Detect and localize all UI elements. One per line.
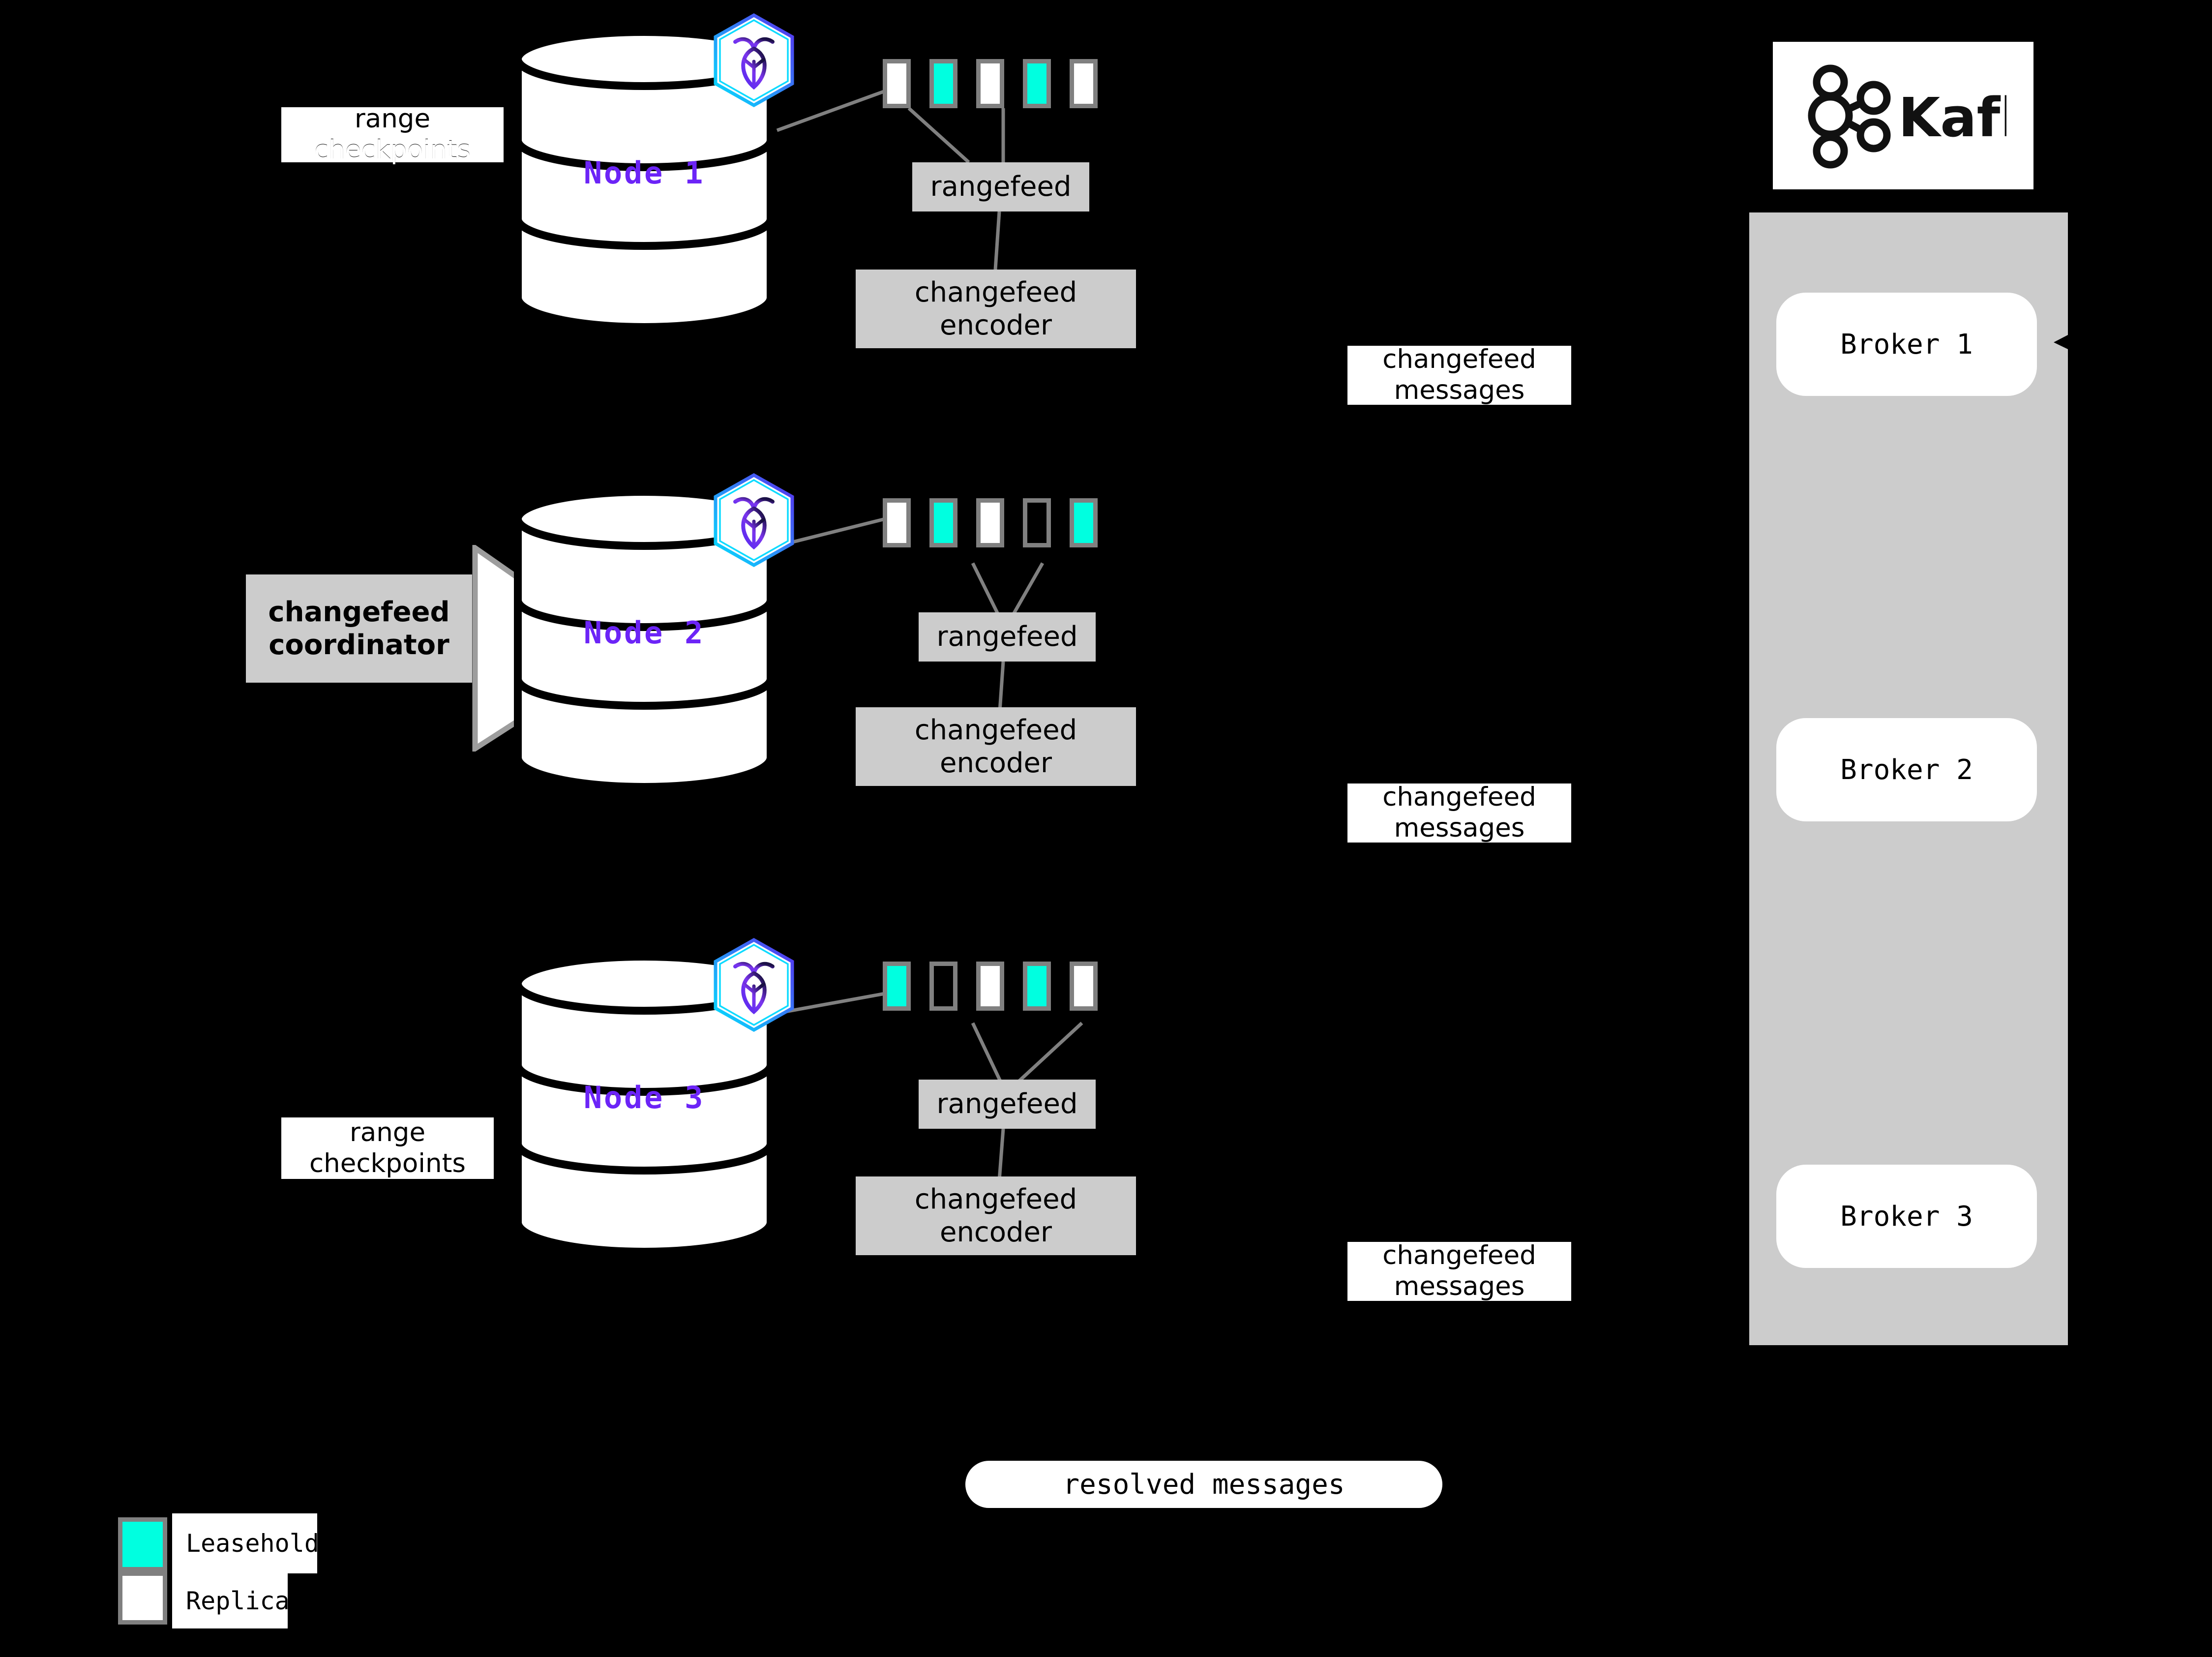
legend-swatch-leaseholder — [118, 1517, 167, 1571]
range-checkpoints-node-1-overflow-text: checkpoints — [314, 135, 471, 165]
cockroachdb-logo-icon-node-3 — [710, 937, 798, 1033]
changefeed-encoder-box-node-1[interactable]: changefeed encoder — [856, 270, 1136, 348]
range-box-leaseholder[interactable] — [1023, 962, 1051, 1011]
range-box-empty[interactable] — [1023, 498, 1051, 547]
rangefeed-box-node-2[interactable]: rangefeed — [919, 612, 1096, 662]
range-box-replica[interactable] — [976, 962, 1004, 1011]
changefeed-messages-label-2: changefeed messages — [1347, 782, 1571, 843]
changefeed-messages-line2: messages — [1394, 375, 1525, 405]
range-checkpoints-line2: checkpoints — [314, 135, 471, 162]
changefeed-encoder-line1: changefeed — [914, 714, 1077, 746]
rangefeed-box-node-1[interactable]: rangefeed — [912, 162, 1089, 211]
changefeed-encoder-line1: changefeed — [914, 1183, 1077, 1215]
range-box-replica[interactable] — [976, 59, 1004, 108]
resolved-messages-pill[interactable]: resolved messages — [965, 1461, 1442, 1508]
changefeed-messages-label-1: changefeed messages — [1347, 344, 1571, 405]
changefeed-coordinator-line1: changefeed — [268, 596, 450, 628]
broker-label: Broker 2 — [1840, 753, 1973, 786]
cockroachdb-logo-icon-node-1 — [710, 12, 798, 108]
node-3-label: Node 3 — [583, 1080, 705, 1115]
changefeed-encoder-line2: encoder — [939, 747, 1052, 779]
range-box-leaseholder[interactable] — [1023, 59, 1051, 108]
range-box-leaseholder[interactable] — [1070, 498, 1098, 547]
node-1-cylinder[interactable]: Node 1 — [514, 30, 775, 327]
rangefeed-box-node-3[interactable]: rangefeed — [919, 1080, 1096, 1129]
node-2-cylinder[interactable]: Node 2 — [514, 489, 775, 787]
legend-label-leaseholder: Leaseholder — [172, 1513, 349, 1573]
broker-3-box[interactable]: Broker 3 — [1776, 1165, 2037, 1268]
kafka-inbound-arrow-icon — [2054, 329, 2080, 355]
range-box-leaseholder[interactable] — [929, 498, 957, 547]
range-box-replica[interactable] — [976, 498, 1004, 547]
range-checkpoints-line2: checkpoints — [309, 1148, 466, 1178]
changefeed-coordinator-box[interactable]: changefeed coordinator — [246, 574, 472, 683]
legend: Leaseholder Replica — [118, 1513, 413, 1635]
broker-2-box[interactable]: Broker 2 — [1776, 718, 2037, 821]
range-checkpoints-line1: range — [354, 107, 431, 134]
kafka-wordmark: Kafka — [1898, 86, 2006, 149]
changefeed-encoder-box-node-3[interactable]: changefeed encoder — [856, 1176, 1136, 1255]
changefeed-encoder-box-node-2[interactable]: changefeed encoder — [856, 707, 1136, 786]
changefeed-encoder-line2: encoder — [939, 1216, 1052, 1248]
node-2-label: Node 2 — [583, 615, 705, 651]
range-box-empty[interactable] — [929, 962, 957, 1011]
resolved-messages-label: resolved messages — [1063, 1468, 1345, 1501]
rangefeed-label: rangefeed — [936, 621, 1078, 653]
range-box-leaseholder[interactable] — [929, 59, 957, 108]
legend-label-replica: Replica — [172, 1573, 290, 1628]
cockroachdb-logo-icon-node-2 — [710, 472, 798, 568]
broker-label: Broker 3 — [1840, 1200, 1973, 1233]
range-box-leaseholder[interactable] — [883, 962, 911, 1011]
changefeed-encoder-line1: changefeed — [914, 276, 1077, 308]
changefeed-messages-line1: changefeed — [1382, 1240, 1536, 1271]
range-checkpoints-node-3: range checkpoints — [281, 1117, 494, 1179]
changefeed-coordinator-line2: coordinator — [269, 629, 449, 661]
range-checkpoints-node-1: range checkpoints — [281, 107, 504, 162]
changefeed-encoder-line2: encoder — [939, 309, 1052, 341]
changefeed-messages-line2: messages — [1394, 813, 1525, 843]
changefeed-messages-line1: changefeed — [1382, 344, 1536, 375]
broker-label: Broker 1 — [1840, 328, 1973, 361]
range-checkpoints-line1: range — [349, 1117, 426, 1147]
broker-1-box[interactable]: Broker 1 — [1776, 293, 2037, 396]
range-box-replica[interactable] — [883, 498, 911, 547]
node-3-cylinder[interactable]: Node 3 — [514, 954, 775, 1252]
range-box-replica[interactable] — [1070, 59, 1098, 108]
changefeed-messages-line2: messages — [1394, 1271, 1525, 1301]
range-box-replica[interactable] — [883, 59, 911, 108]
rangefeed-label: rangefeed — [936, 1088, 1078, 1120]
kafka-logo-box: Kafka — [1773, 42, 2033, 189]
range-box-replica[interactable] — [1070, 962, 1098, 1011]
kafka-logo-icon: Kafka — [1808, 64, 2006, 169]
legend-swatch-replica — [118, 1571, 167, 1625]
changefeed-messages-label-3: changefeed messages — [1347, 1240, 1571, 1301]
node-1-label: Node 1 — [583, 155, 705, 191]
rangefeed-label: rangefeed — [930, 171, 1072, 203]
changefeed-messages-line1: changefeed — [1382, 782, 1536, 813]
